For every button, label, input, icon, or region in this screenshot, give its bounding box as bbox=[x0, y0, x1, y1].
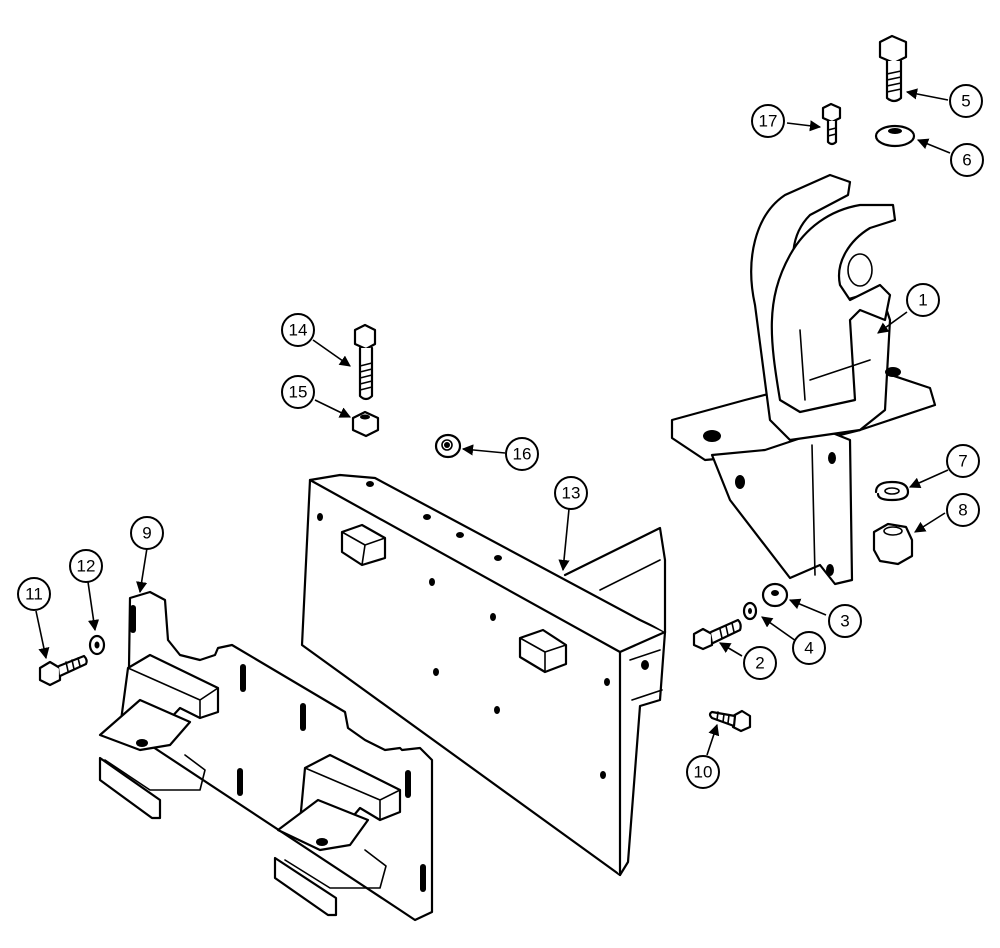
bolt-part-14 bbox=[353, 323, 377, 401]
callout-11: 11 bbox=[17, 577, 51, 611]
callout-7: 7 bbox=[946, 444, 980, 478]
svg-text:5: 5 bbox=[961, 92, 970, 111]
callout-12: 12 bbox=[69, 549, 103, 583]
svg-text:4: 4 bbox=[804, 639, 813, 658]
callout-14: 14 bbox=[281, 313, 315, 347]
callout-13: 13 bbox=[554, 476, 588, 510]
callout-3: 3 bbox=[828, 604, 862, 638]
svg-text:10: 10 bbox=[694, 763, 713, 782]
nut-part-16 bbox=[434, 433, 462, 459]
svg-text:2: 2 bbox=[755, 654, 764, 673]
svg-text:14: 14 bbox=[289, 321, 308, 340]
svg-text:11: 11 bbox=[25, 585, 43, 604]
callout-16: 16 bbox=[505, 437, 539, 471]
bolt-part-11 bbox=[38, 654, 88, 687]
callout-15: 15 bbox=[281, 375, 315, 409]
leader-lines bbox=[35, 88, 951, 756]
nut-part-8 bbox=[872, 522, 914, 566]
svg-text:1: 1 bbox=[918, 291, 927, 310]
bolt-part-10 bbox=[708, 709, 752, 733]
bolt-part-2 bbox=[692, 618, 742, 651]
callout-9: 9 bbox=[130, 516, 164, 550]
washer-part-6 bbox=[874, 124, 916, 148]
lock-washer-part-4 bbox=[742, 601, 758, 621]
callout-17: 17 bbox=[751, 104, 785, 138]
callout-8: 8 bbox=[946, 493, 980, 527]
svg-text:7: 7 bbox=[958, 452, 967, 471]
nut-part-15 bbox=[351, 410, 380, 438]
svg-text:16: 16 bbox=[513, 445, 532, 464]
svg-text:3: 3 bbox=[840, 612, 849, 631]
washer-part-12 bbox=[88, 634, 106, 656]
svg-text:15: 15 bbox=[289, 383, 308, 402]
washer-part-3 bbox=[761, 582, 789, 608]
callout-10: 10 bbox=[686, 755, 720, 789]
svg-text:6: 6 bbox=[962, 151, 971, 170]
callout-4: 4 bbox=[792, 631, 826, 665]
lock-washer-part-7 bbox=[874, 480, 910, 502]
bolt-part-17 bbox=[821, 102, 842, 146]
svg-text:17: 17 bbox=[759, 112, 778, 131]
callout-6: 6 bbox=[950, 143, 984, 177]
callout-2: 2 bbox=[743, 646, 777, 680]
svg-text:13: 13 bbox=[562, 484, 581, 503]
svg-text:8: 8 bbox=[958, 501, 967, 520]
svg-text:12: 12 bbox=[77, 557, 96, 576]
callout-5: 5 bbox=[949, 84, 983, 118]
callout-1: 1 bbox=[906, 283, 940, 317]
lower-bracket-part bbox=[98, 590, 434, 922]
frame-plate-part bbox=[300, 473, 667, 877]
hitch-bracket-part bbox=[670, 173, 937, 586]
bolt-part-5 bbox=[878, 34, 908, 103]
svg-text:9: 9 bbox=[142, 524, 151, 543]
